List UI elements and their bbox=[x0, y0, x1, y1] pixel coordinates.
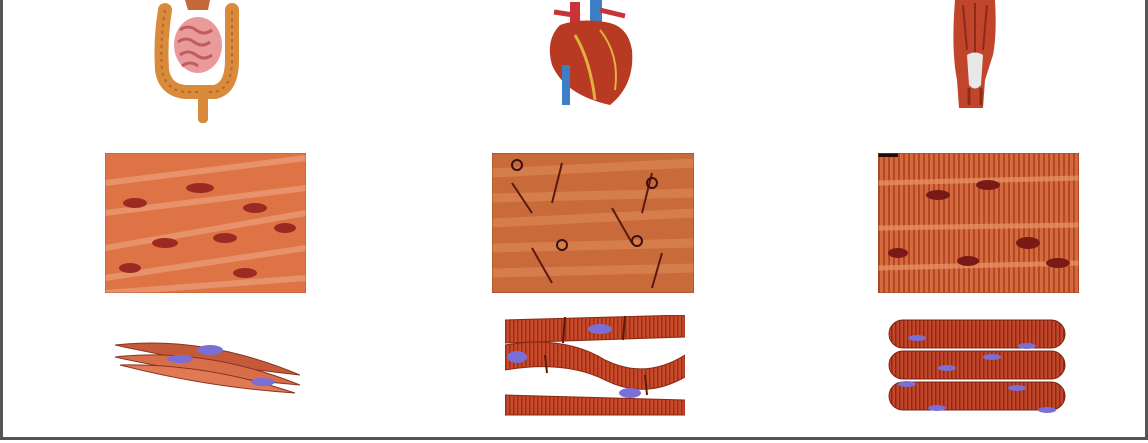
heart-illustration bbox=[540, 0, 650, 110]
cardiac-muscle-micrograph bbox=[492, 153, 694, 293]
smooth-muscle-cells bbox=[115, 335, 300, 395]
smooth-muscle-micrograph bbox=[105, 153, 306, 293]
heart-icon bbox=[540, 0, 650, 110]
skeletal-muscle-cells bbox=[887, 318, 1067, 413]
cardiac-muscle-cells bbox=[505, 315, 685, 417]
skeletal-muscle-micrograph bbox=[878, 153, 1079, 293]
leg-muscle-icon bbox=[945, 0, 1005, 110]
intestine-illustration bbox=[140, 0, 250, 125]
leg-muscle-illustration bbox=[945, 0, 1005, 110]
intestine-icon bbox=[140, 0, 250, 125]
